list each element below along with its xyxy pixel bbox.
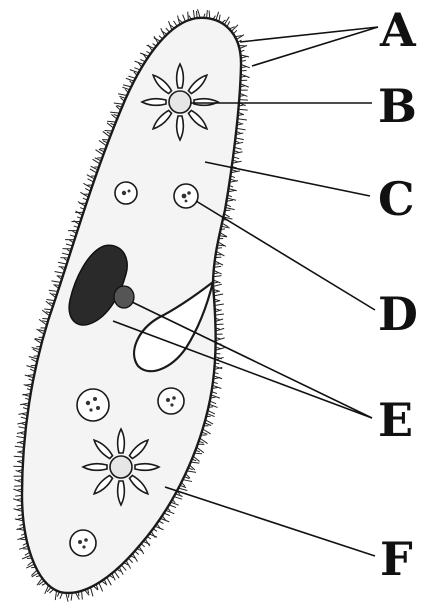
label-c: C [378,172,415,226]
label-b: B [378,79,417,133]
contractile-vacuole-anterior [142,64,218,140]
micronucleus [114,286,134,308]
food-vacuole [158,388,184,414]
leader-a2 [252,27,378,66]
food-vacuole [115,182,137,204]
leader-f [165,487,375,556]
label-e: E [378,393,413,447]
food-vacuole [70,530,96,556]
label-d: D [378,287,418,341]
contractile-vacuole-posterior [83,429,159,505]
label-a: A [379,3,417,57]
label-f: F [380,532,413,586]
food-vacuole [174,184,198,208]
food-vacuole [77,389,109,421]
leader-a1 [240,27,378,42]
